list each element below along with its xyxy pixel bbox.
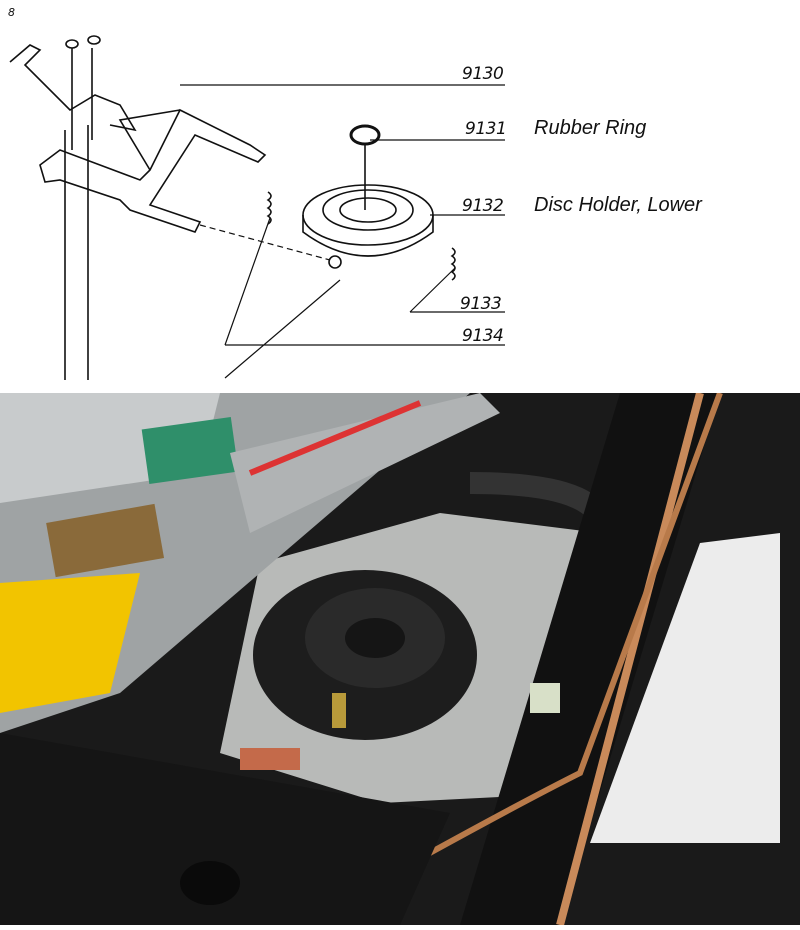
part-description-9132: Disc Holder, Lower	[534, 194, 702, 216]
part-number-9133: 9133	[460, 294, 502, 314]
part-number-9130: 9130	[462, 64, 504, 84]
diagram-line-art	[9, 35, 505, 380]
disc-holder-photo	[0, 391, 800, 928]
part-description-9131: Rubber Ring	[534, 117, 647, 139]
photo-illustration	[0, 391, 800, 928]
screw-label: 8	[8, 6, 15, 19]
part-number-9132: 9132	[462, 196, 504, 216]
part-number-9131: 9131	[465, 119, 507, 139]
part-number-9134: 9134	[462, 326, 504, 346]
exploded-parts-diagram: 8 9130 9131 Rubber Ring 9132 Disc Holder…	[0, 0, 800, 385]
